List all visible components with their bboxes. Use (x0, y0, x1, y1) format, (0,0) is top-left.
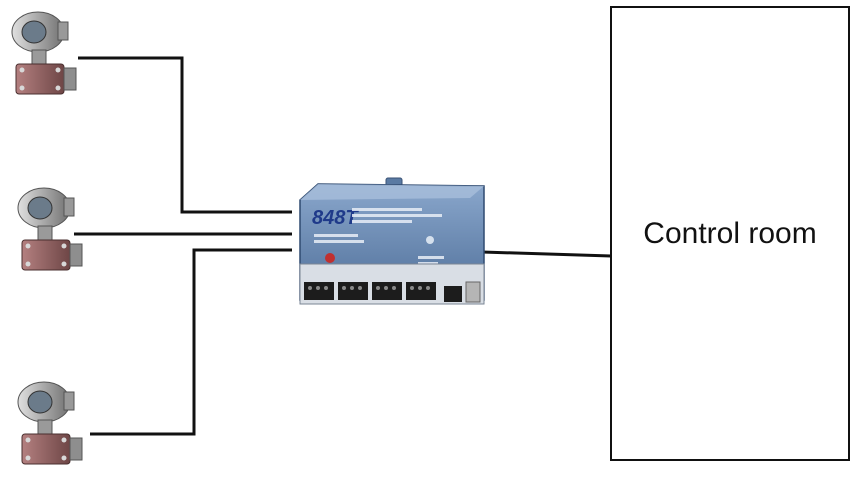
wire-to-control-room (481, 250, 612, 258)
wire-transmitter-3 (90, 248, 292, 436)
control-room-box: Control room (610, 6, 850, 461)
device-model-label: 848T (312, 207, 359, 229)
wiring (74, 56, 612, 436)
pressure-transmitter-icon (17, 381, 83, 465)
multiplexer-device: 848T (299, 177, 485, 305)
control-room-label: Control room (643, 216, 817, 250)
pressure-transmitter-icon (17, 187, 83, 271)
status-indicator-icon (325, 253, 335, 263)
pressure-transmitter-icon (11, 11, 77, 95)
wire-transmitter-1 (78, 56, 292, 214)
